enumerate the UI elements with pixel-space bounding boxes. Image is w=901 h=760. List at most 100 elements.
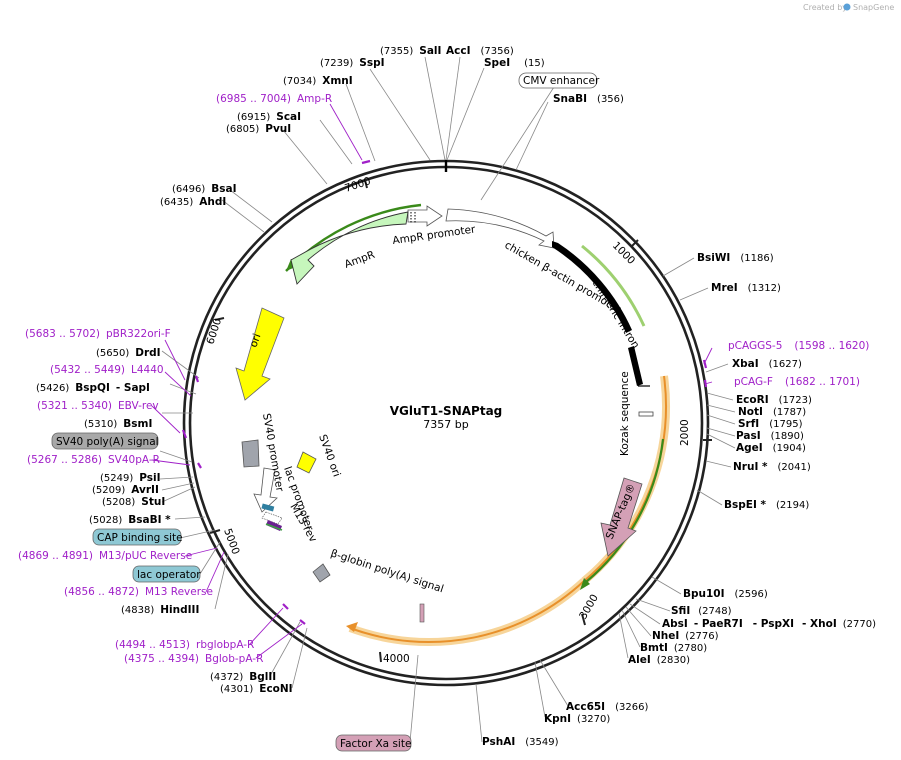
label-chimeric-intron: chimeric intron: [589, 277, 641, 351]
sv40-promoter-arrow: [253, 467, 278, 513]
svg-text:Factor Xa site: Factor Xa site: [340, 738, 411, 750]
cap-site-mark: [261, 503, 275, 512]
label-kozak: Kozak sequence: [619, 371, 631, 456]
site-acci: AccI(7356): [446, 45, 514, 57]
site-pasi: PasI(1890): [736, 430, 804, 442]
site-psii: (5249)PsiI: [100, 472, 161, 484]
ampr-arrow: [290, 211, 409, 285]
site-ahdi: (6435)AhdI: [160, 196, 226, 208]
primer-pcag-f: pCAG-F(1682 .. 1701): [734, 376, 860, 388]
site-pshai: PshAI(3549): [482, 736, 559, 748]
boxed-factor-xa-site: Factor Xa site: [335, 734, 411, 752]
primer-pbr322ori-f: (5683 .. 5702)pBR322ori-F: [25, 328, 171, 340]
ori-arrow: [235, 307, 285, 401]
primer-m13-puc-reverse: (4869 .. 4891)M13/pUC Reverse: [18, 550, 192, 562]
site-nrui: NruI *(2041): [733, 461, 811, 473]
plasmid-name: VGluT1-SNAPtag: [390, 404, 503, 418]
bglob-polya-box: [312, 563, 331, 583]
site-econi: (4301)EcoNI: [220, 683, 293, 695]
primer-amp-r: (6985 .. 7004)Amp-R: [216, 93, 332, 105]
site-sspi: (7239)SspI: [320, 57, 385, 69]
label-sv40-ori: SV40 ori: [316, 433, 342, 479]
primer-sv40pa-r: (5267 .. 5286)SV40pA-R: [27, 454, 160, 466]
site-bpu10i: Bpu10I(2596): [683, 588, 768, 600]
snaptag-arrow: [600, 477, 643, 557]
site-sali: (7355)SalI: [380, 45, 441, 57]
site-kpni: KpnI(3270): [544, 713, 610, 725]
site-hindiii: (4838)HindIII: [121, 604, 199, 616]
site-stui: (5208)StuI: [102, 496, 165, 508]
label-ampr-promoter: AmpR promoter: [392, 223, 477, 247]
orf-arrowhead: [346, 622, 358, 632]
site-xbai: XbaI(1627): [732, 358, 802, 370]
primer-ebv-rev: (5321 .. 5340)EBV-rev: [37, 400, 159, 412]
site-acc65i: Acc65I(3266): [566, 701, 648, 713]
sv40-polya-box: [241, 439, 260, 468]
snap-orf-arc: [585, 438, 665, 583]
lac-promoter-mark: [261, 511, 283, 525]
site-agei: AgeI(1904): [736, 442, 806, 454]
site-alei: AleI(2830): [628, 654, 690, 666]
site-absi-group: AbsI- PaeR7I- PspXI- XhoI(2770): [662, 618, 876, 630]
svg-text:SV40 poly(A) signal: SV40 poly(A) signal: [56, 436, 159, 448]
leader-lines: [159, 56, 736, 743]
site-pvui: (6805)PvuI: [226, 123, 291, 135]
primer-m13-reverse: (4856 .. 4872)M13 Reverse: [64, 586, 213, 598]
primer-bglob-pa-r: (4375 .. 4394)Bglob-pA-R: [124, 653, 263, 665]
site-bmti: BmtI(2780): [640, 642, 707, 654]
primer-pcaggs5: pCAGGS-5(1598 .. 1620): [728, 340, 869, 352]
site-ecori: EcoRI(1723): [736, 394, 812, 406]
kozak-marker: [638, 411, 654, 417]
site-mrei: MreI(1312): [711, 282, 781, 294]
intron-guide-arc: [581, 244, 646, 327]
orf-highlight-bottom: [348, 578, 587, 646]
ticks: [209, 179, 712, 663]
sv40-ori-box: [296, 451, 317, 474]
boxed-cmv-enhancer: CMV enhancer: [518, 72, 600, 89]
primer-l4440: (5432 .. 5449)L4440: [50, 364, 164, 376]
svg-text:CAP binding site: CAP binding site: [97, 532, 183, 544]
site-noti: NotI(1787): [738, 406, 806, 418]
label-ori: ori: [248, 332, 264, 349]
site-bglii: (4372)BglII: [210, 671, 276, 683]
tick-7000: 7000: [343, 175, 372, 195]
tick-3000: 3000: [577, 592, 601, 621]
primer-rbglobpa-r: (4494 .. 4513)rbglobpA-R: [115, 639, 254, 651]
credit-brand: SnapGene: [853, 3, 894, 12]
ampr-promoter-arrow: [407, 205, 443, 227]
tick-6000: 6000: [204, 317, 224, 346]
site-bsmi: (5310)BsmI: [84, 418, 152, 430]
site-nhei: NheI(2776): [652, 630, 719, 642]
site-spei: SpeI(15): [484, 57, 545, 69]
primer-marks: [181, 159, 708, 625]
svg-text:CMV enhancer: CMV enhancer: [523, 75, 600, 87]
label-ampr: AmpR: [343, 249, 377, 271]
site-bspqi: (5426)BspQI- SapI: [36, 382, 150, 394]
site-bsiwi: BsiWI(1186): [697, 252, 774, 264]
snap-orf-arrowhead: [580, 578, 590, 590]
cba-promoter-arrow: [445, 208, 555, 249]
site-bsai: (6496)BsaI: [172, 183, 237, 195]
site-drdi: (5650)DrdI: [96, 347, 161, 359]
tick-4000: 4000: [383, 653, 410, 665]
boxed-sv40-polya: SV40 poly(A) signal: [51, 432, 159, 450]
site-avrii: (5209)AvrII: [92, 484, 159, 496]
primer-leaders: [151, 103, 713, 659]
orf-outline-bottom: [349, 580, 585, 643]
site-snabi: SnaBI(356): [553, 93, 624, 105]
plasmid-size: 7357 bp: [423, 418, 468, 431]
site-bsabi: (5028)BsaBI *: [89, 514, 171, 526]
tick-2000: 2000: [679, 419, 691, 446]
credit-prefix: Created by: [803, 3, 847, 12]
site-scai: (6915)ScaI: [237, 111, 301, 123]
label-bglob: β-globin poly(A) signal: [329, 547, 445, 595]
site-xmni: (7034)XmnI: [283, 75, 353, 87]
svg-text:lac operator: lac operator: [137, 569, 201, 581]
site-bspei: BspEI *(2194): [724, 499, 809, 511]
snapgene-logo-icon: [843, 3, 851, 11]
factor-xa-mark: [419, 603, 425, 623]
site-srfi: SrfI(1795): [738, 418, 803, 430]
boxed-lac-operator: lac operator: [132, 565, 201, 583]
kozak-bar: [628, 346, 643, 386]
